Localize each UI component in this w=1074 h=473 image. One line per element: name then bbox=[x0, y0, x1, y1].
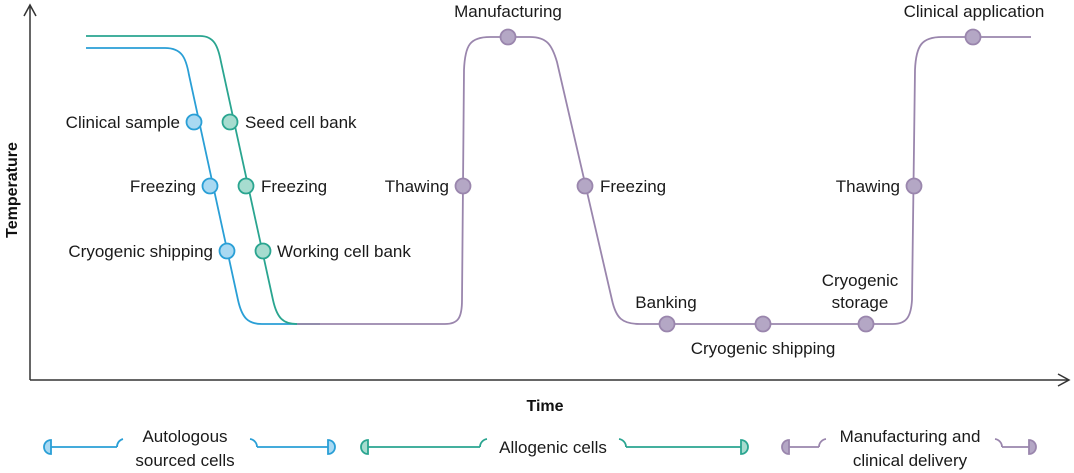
y-axis-arrow bbox=[23, 3, 37, 17]
legend-autologous: Autologous sourced cells bbox=[43, 427, 336, 470]
y-axis-title: Temperature bbox=[4, 142, 21, 238]
cryogenic-storage-marker bbox=[857, 315, 875, 333]
seed-cell-bank-label: Seed cell bank bbox=[245, 113, 357, 132]
legend-manufacturing-left-cap bbox=[781, 439, 790, 455]
legend-allogenic-bracket-right bbox=[618, 438, 627, 448]
seed-cell-bank-marker bbox=[221, 113, 239, 131]
legend-allogenic-left-cap bbox=[360, 439, 369, 455]
x-axis-arrow bbox=[1057, 373, 1071, 387]
axes: Temperature Time bbox=[4, 3, 1071, 415]
autologous-freezing-marker bbox=[201, 177, 219, 195]
working-cell-bank-label: Working cell bank bbox=[277, 242, 411, 261]
legend-manufacturing-bracket-right bbox=[994, 438, 1003, 448]
allogenic-freezing-marker bbox=[237, 177, 255, 195]
legend-allogenic-right-cap bbox=[740, 439, 749, 455]
legend-manufacturing-label-line2: clinical delivery bbox=[853, 451, 968, 470]
autologous-freezing-label: Freezing bbox=[130, 177, 196, 196]
allogenic-freezing-label: Freezing bbox=[261, 177, 327, 196]
legend-manufacturing-label-line1: Manufacturing and bbox=[840, 427, 981, 446]
legend-autologous-left-cap bbox=[43, 439, 52, 455]
legend-autologous-bracket-right bbox=[249, 438, 258, 448]
thawing-1-marker bbox=[454, 177, 472, 195]
freezing-label: Freezing bbox=[600, 177, 666, 196]
thawing-1-label: Thawing bbox=[385, 177, 449, 196]
banking-label: Banking bbox=[635, 293, 696, 312]
autologous-steps: Clinical sample Freezing Cryogenic shipp… bbox=[66, 113, 236, 261]
clinical-application-marker bbox=[964, 28, 982, 46]
manufacturing-steps: Thawing Manufacturing Freezing Banking C… bbox=[385, 2, 1045, 358]
cryogenic-storage-label-line2: storage bbox=[832, 293, 889, 312]
clinical-sample-label: Clinical sample bbox=[66, 113, 180, 132]
cryogenic-storage-label-line1: Cryogenic bbox=[822, 271, 899, 290]
manufacturing-label: Manufacturing bbox=[454, 2, 562, 21]
legend-manufacturing-bracket-left bbox=[818, 438, 827, 448]
legend: Autologous sourced cells Allogenic cells… bbox=[43, 427, 1037, 470]
x-axis-title: Time bbox=[526, 398, 563, 415]
freezing-marker bbox=[576, 177, 594, 195]
clinical-sample-marker bbox=[185, 113, 203, 131]
autologous-cryogenic-shipping-label: Cryogenic shipping bbox=[68, 242, 213, 261]
cryogenic-shipping-label: Cryogenic shipping bbox=[691, 339, 836, 358]
legend-manufacturing-right-cap bbox=[1028, 439, 1037, 455]
legend-allogenic-bracket-left bbox=[479, 438, 488, 448]
legend-autologous-bracket-left bbox=[116, 438, 124, 448]
legend-autologous-label-line1: Autologous bbox=[142, 427, 227, 446]
autologous-cryogenic-shipping-marker bbox=[218, 242, 236, 260]
clinical-application-label: Clinical application bbox=[904, 2, 1045, 21]
banking-marker bbox=[658, 315, 676, 333]
allogenic-steps: Seed cell bank Freezing Working cell ban… bbox=[221, 113, 411, 261]
legend-manufacturing: Manufacturing and clinical delivery bbox=[781, 427, 1037, 470]
thawing-2-marker bbox=[905, 177, 923, 195]
manufacturing-marker bbox=[499, 28, 517, 46]
legend-allogenic-label: Allogenic cells bbox=[499, 438, 607, 457]
legend-autologous-right-cap bbox=[327, 439, 336, 455]
cryogenic-shipping-marker bbox=[754, 315, 772, 333]
legend-allogenic: Allogenic cells bbox=[360, 438, 749, 457]
working-cell-bank-marker bbox=[254, 242, 272, 260]
thawing-2-label: Thawing bbox=[836, 177, 900, 196]
legend-autologous-label-line2: sourced cells bbox=[135, 451, 234, 470]
